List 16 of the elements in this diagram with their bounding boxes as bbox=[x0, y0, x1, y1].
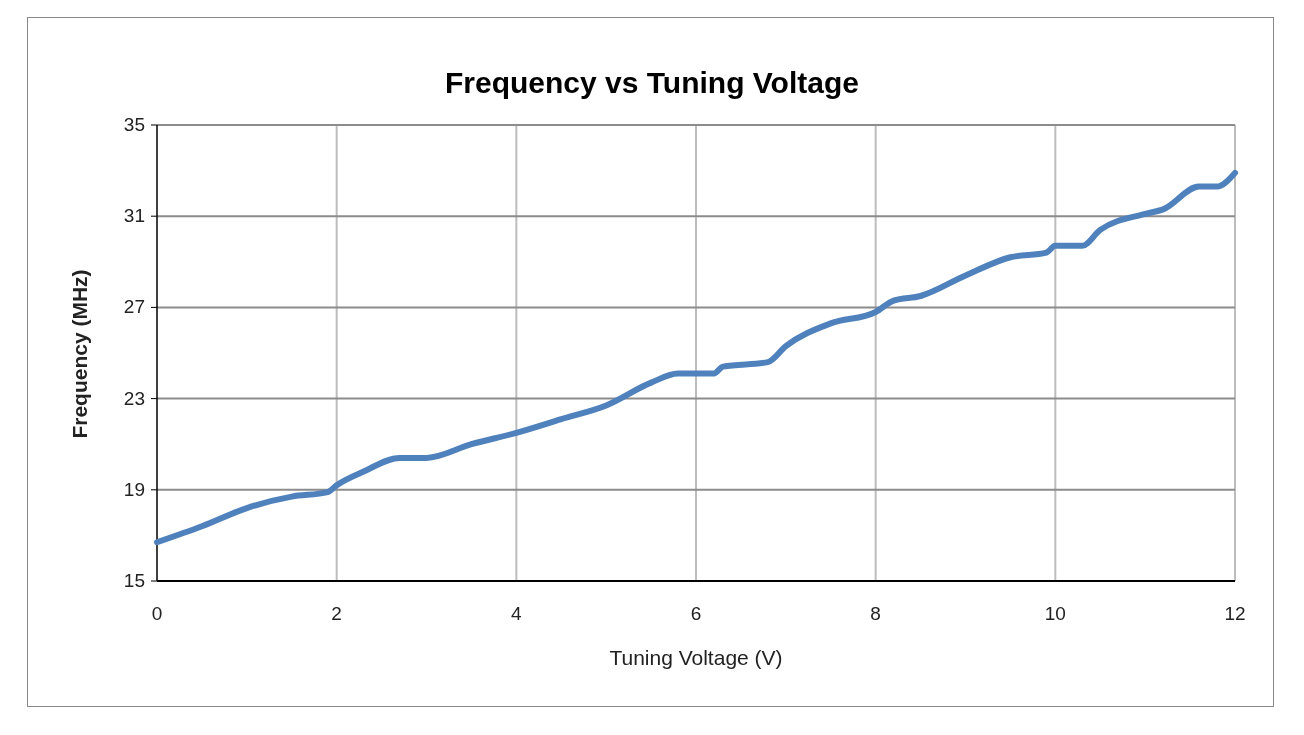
tick-label: 27 bbox=[123, 296, 145, 319]
tick-label: 23 bbox=[123, 387, 145, 410]
tick-label: 10 bbox=[1043, 603, 1067, 625]
tick-label: 31 bbox=[123, 205, 145, 228]
chart-title: Frequency vs Tuning Voltage bbox=[444, 66, 860, 100]
tick-label: 8 bbox=[869, 603, 882, 625]
axis-title: Frequency (MHz) bbox=[68, 268, 92, 441]
tick-label: 12 bbox=[1223, 603, 1247, 625]
tick-label: 15 bbox=[123, 570, 145, 592]
tick-label: 0 bbox=[150, 603, 164, 625]
tick-label: 2 bbox=[330, 603, 343, 625]
axis-title: Tuning Voltage (V) bbox=[608, 646, 784, 670]
tick-label: 19 bbox=[123, 478, 145, 501]
tick-label: 6 bbox=[689, 603, 703, 625]
tick-label: 4 bbox=[510, 603, 523, 625]
tick-label: 35 bbox=[123, 114, 145, 136]
